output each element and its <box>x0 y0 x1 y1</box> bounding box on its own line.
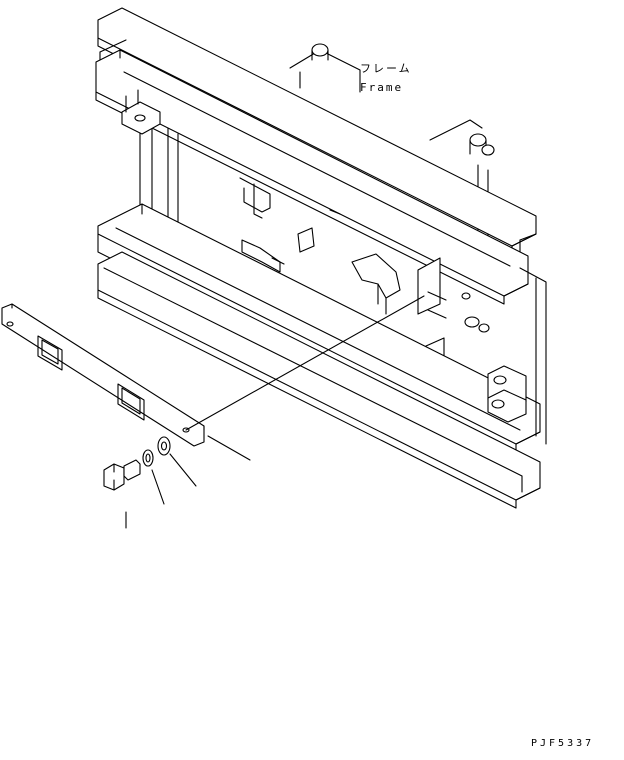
lower-top-channel <box>97 203 541 463</box>
frame-assembly <box>95 7 547 509</box>
right-side-plate <box>487 233 547 445</box>
flat-washer <box>157 436 171 456</box>
cover-plate <box>1 303 205 447</box>
frame-label-english: Frame <box>360 81 404 94</box>
plate-slot-left <box>37 335 63 371</box>
bolt <box>103 459 141 491</box>
top-pins <box>311 43 495 156</box>
upper-bottom-channel <box>95 49 529 305</box>
frame-label-japanese: フレーム <box>360 62 412 75</box>
drawing-number: PJF5337 <box>531 738 595 749</box>
plate-hole-right <box>182 427 190 433</box>
leader-lines <box>125 295 425 529</box>
upper-left-bracket <box>121 89 161 135</box>
lower-bottom-channel <box>97 251 541 509</box>
plate-hole-left <box>6 321 14 327</box>
plate-slot-right <box>117 383 145 421</box>
spring-washer <box>142 449 154 467</box>
